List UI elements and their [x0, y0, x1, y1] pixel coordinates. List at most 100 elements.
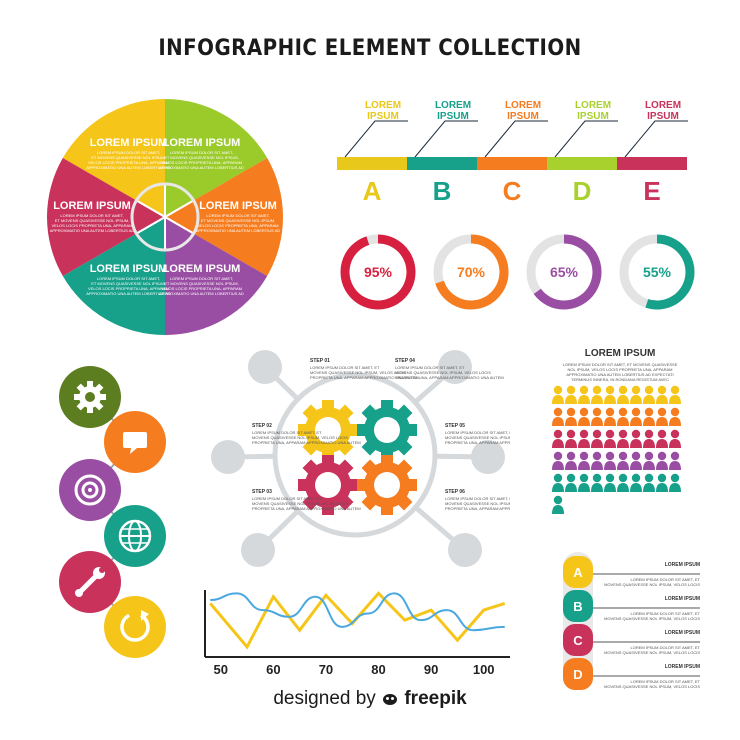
wheel-segment-text: ET MOVENS QUASIVESSE NOL IPSUM, [164, 281, 238, 286]
wheel-segment-title: LOREM IPSUM [163, 263, 241, 275]
wheel-segment [165, 99, 268, 217]
donut-progress [340, 234, 416, 310]
person-icon [591, 407, 603, 426]
person-icon [656, 451, 668, 470]
abcd-badge [563, 658, 593, 690]
wheel-segment [62, 99, 165, 217]
step-label: STEP 02 [252, 423, 272, 429]
wheel-segment-title: LOREM IPSUM [90, 137, 168, 149]
step-text: PROPRIETA UNA, APPARAM APPROXIMATIO UNA … [395, 375, 504, 380]
abcd-title: LOREM IPSUM [665, 596, 700, 602]
page-title: INFOGRAPHIC ELEMENT COLLECTION [158, 36, 582, 61]
person-icon [643, 385, 655, 404]
person-icon [604, 407, 616, 426]
wheel-segment-title: LOREM IPSUM [199, 200, 277, 212]
donut-progress [533, 234, 602, 310]
wheel-segment-text: LOREM IPSUM DOLOR SIT AMET, [206, 213, 269, 218]
timeline-letter: A [362, 176, 382, 206]
person-icon [617, 385, 629, 404]
step-label: STEP 06 [445, 489, 465, 495]
wheel-segment [165, 217, 268, 335]
donut-row: 95%70%65%55% [340, 234, 695, 310]
abcd-title: LOREM IPSUM [665, 562, 700, 568]
abcd-title: LOREM IPSUM [665, 664, 700, 670]
wheel-segment-text: LOREM IPSUM DOLOR SIT AMET, [97, 150, 160, 155]
chain-node [104, 596, 166, 658]
wheel-segment-text: VELOS LOCIS PROPRIETA UNA, APPARAM [161, 286, 242, 291]
icon-chain [59, 366, 166, 658]
wheel-segment-text: LOREM IPSUM DOLOR SIT AMET, [170, 150, 233, 155]
timeline-connector [484, 120, 548, 158]
wheel-segment-text: LOREM IPSUM DOLOR SIT AMET, [97, 276, 160, 281]
step-label: STEP 04 [395, 358, 415, 364]
wheel-segment-text: APPROXIMATIO UNA AUTEM LOBERTIUS AD [50, 228, 135, 233]
timeline-letter: E [643, 176, 661, 206]
wheel-segment [165, 158, 283, 276]
person-icon [630, 385, 642, 404]
wheel-segment-text: VELOS LOCIS PROPRIETA UNA, APPARAM [88, 286, 169, 291]
step-text: PROPRIETA UNA, APPARAM APPROXIMATIO UNA … [252, 440, 361, 445]
x-tick-label: 80 [371, 662, 385, 677]
person-icon [643, 451, 655, 470]
wheel-segment-title: LOREM IPSUM [53, 200, 131, 212]
abcd-text: LOREM IPSUM DOLOR SIT AMET, ET [631, 611, 701, 616]
person-icon [552, 473, 564, 492]
person-icon [617, 451, 629, 470]
person-icon [604, 429, 616, 448]
step-text: PROPRIETA UNA, APPARAM APPROXIMATIO UNA … [252, 506, 361, 511]
timeline-letter: B [432, 176, 452, 206]
person-icon [630, 473, 642, 492]
wheel-segment-text: APPROXIMATIO UNA AUTEM LOBERTIUS AD [86, 165, 171, 170]
person-icon [669, 385, 681, 404]
timeline-bar-segment [617, 157, 687, 170]
person-icon [656, 407, 668, 426]
person-icon [552, 495, 564, 514]
hub-node [211, 440, 245, 474]
person-icon [656, 385, 668, 404]
wheel-segment-text: APPROXIMATIO UNA AUTEM LOBERTIUS AD [196, 228, 281, 233]
x-tick-label: 100 [473, 662, 495, 677]
series-line [210, 592, 505, 632]
timeline-bar-segment [547, 157, 617, 170]
timeline-label: LOREM IPSUM [574, 100, 612, 122]
step-text: LOREM IPSUM DOLOR SIT AMET, ET [395, 365, 465, 370]
person-icon [643, 407, 655, 426]
donut-progress [435, 234, 509, 310]
person-icon [669, 407, 681, 426]
donut-progress [645, 234, 695, 310]
wheel-segment-title: LOREM IPSUM [90, 263, 168, 275]
donut-value: 65% [550, 264, 579, 280]
step-text: MOVENS QUASIVESSE NOL IPSUM, VELOS LOCIS [252, 501, 348, 506]
gear-icon [74, 381, 106, 413]
hub-node [241, 533, 275, 567]
person-icon [591, 451, 603, 470]
wrench-icon [75, 567, 105, 597]
person-icon [630, 407, 642, 426]
step-text: LOREM IPSUM DOLOR SIT AMET, ET [252, 496, 322, 501]
person-icon [578, 473, 590, 492]
abcd-text: MOVENS QUASIVESSE NOL IPSUM, VELOS LOCIS [604, 650, 700, 655]
hub-node [471, 440, 505, 474]
donut-value: 55% [643, 264, 672, 280]
person-icon [669, 429, 681, 448]
person-icon [643, 429, 655, 448]
gear-icon [357, 400, 417, 460]
abcd-badge [563, 624, 593, 656]
timeline-connector [344, 120, 408, 158]
timeline-label: LOREM IPSUM [504, 100, 542, 122]
wheel-hub-ring [130, 182, 200, 252]
person-icon [552, 429, 564, 448]
credit: designed by freepik [0, 688, 740, 710]
timeline-letter: D [572, 176, 592, 206]
x-tick-label: 60 [266, 662, 280, 677]
x-tick-label: 70 [319, 662, 333, 677]
donut-value: 70% [457, 264, 486, 280]
person-icon [565, 473, 577, 492]
timeline-label: LOREM IPSUM [364, 100, 402, 122]
person-icon [578, 407, 590, 426]
person-icon [617, 407, 629, 426]
abcd-text: MOVENS QUASIVESSE NOL IPSUM, VELOS LOCIS [604, 684, 700, 689]
